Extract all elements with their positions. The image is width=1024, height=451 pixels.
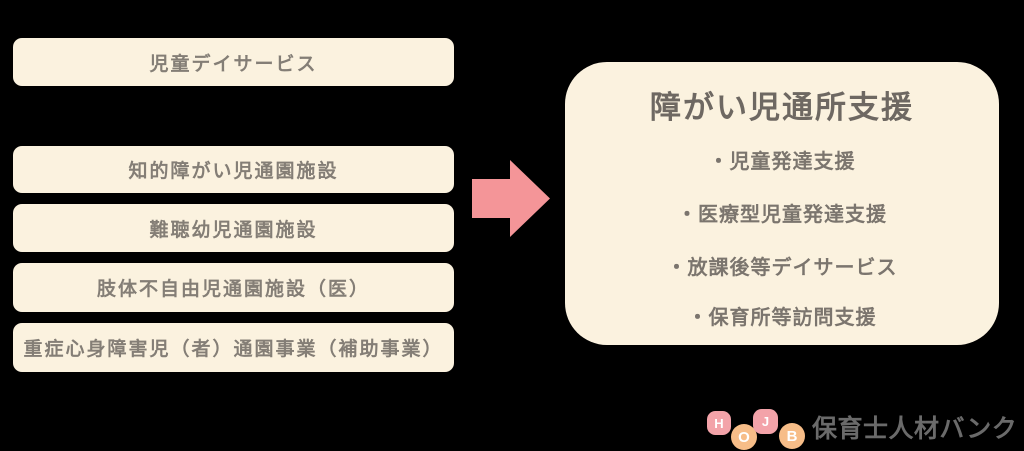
panel-item-jidou-hattatsu: ・児童発達支援: [708, 151, 856, 173]
logo-badge-j-icon: J: [753, 409, 778, 434]
old-service-label: 難聴幼児通園施設: [149, 219, 318, 241]
logo-badge-o-icon: O: [731, 424, 757, 450]
old-service-box-nanchou-youji: 難聴幼児通園施設: [13, 204, 454, 252]
logo-badge-letter: H: [714, 415, 724, 431]
old-service-label: 知的障がい児通園施設: [128, 161, 339, 182]
old-service-label: 児童デイサービス: [149, 53, 318, 75]
panel-item-iryougata-hattatsu: ・医療型児童発達支援: [677, 204, 887, 226]
logo-badge-letter: B: [786, 427, 798, 445]
old-service-box-chiteki-shougai: 知的障がい児通園施設: [13, 146, 454, 193]
old-service-box-shitai-fujiyuu: 肢体不自由児通園施設（医）: [13, 263, 454, 312]
logo-badge-h-icon: H: [707, 411, 731, 435]
old-service-label: 重症心身障害児（者）通園事業（補助事業）: [23, 339, 444, 360]
brand-name-text: 保育士人材バンク: [812, 415, 1018, 443]
logo-badge-letter: J: [761, 414, 770, 429]
panel-item-houkago-day: ・放課後等デイサービス: [666, 257, 898, 279]
panel-item-hoikusho-houmon: ・保育所等訪問支援: [687, 307, 877, 329]
old-service-label: 肢体不自由児通園施設（医）: [96, 279, 370, 300]
new-support-panel: 障がい児通所支援 ・児童発達支援 ・医療型児童発達支援 ・放課後等デイサービス …: [565, 62, 999, 345]
old-service-box-jidou-day-service: 児童デイサービス: [13, 38, 454, 86]
right-arrow-shape: [472, 160, 550, 237]
old-service-box-juushou-shinshin: 重症心身障害児（者）通園事業（補助事業）: [13, 323, 454, 372]
right-arrow-icon: [472, 160, 550, 237]
panel-title: 障がい児通所支援: [650, 90, 914, 125]
logo-badge-letter: O: [738, 428, 750, 446]
logo-badge-b-icon: B: [779, 423, 805, 449]
